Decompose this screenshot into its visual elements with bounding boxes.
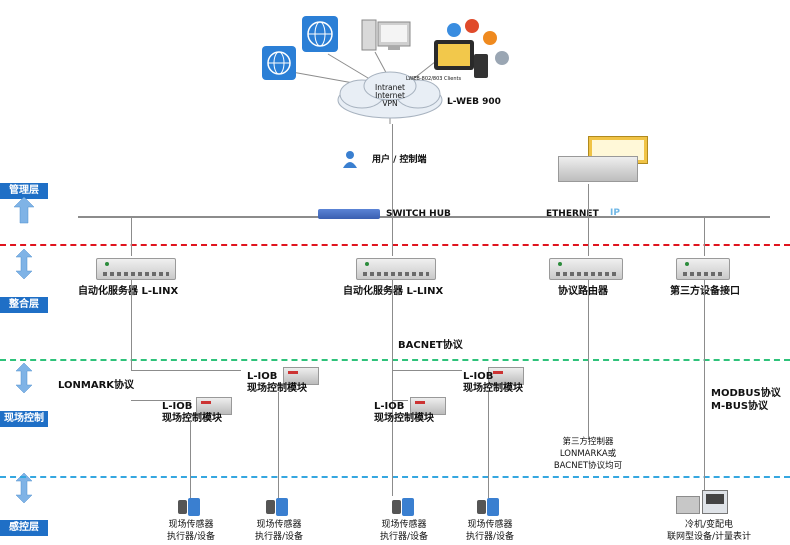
ip-label: IP: [610, 208, 620, 218]
iob-subtitle: 现场控制模块: [374, 413, 434, 424]
meter-label: 冷机/变配电 联网型设备/计量表计: [664, 519, 754, 543]
updown-arrow-icon: [15, 362, 33, 394]
bacnet-bus-vertical: [392, 280, 393, 496]
layer-label-sensing: 感控层: [0, 520, 48, 536]
meter-label-line2: 联网型设备/计量表计: [666, 532, 752, 542]
sensor-label-line2: 执行器/设备: [465, 532, 515, 542]
bacnet-bus-horizontal-1: [392, 370, 462, 371]
iob-title: L-IOB: [463, 371, 494, 382]
top-network-graphic: [262, 16, 509, 124]
cloud-line-internet: Internet: [375, 91, 405, 100]
pc-tower-icon: [361, 19, 377, 51]
sensor-label-line2: 执行器/设备: [166, 532, 216, 542]
mbus-protocol-label: M-BUS协议: [711, 401, 769, 412]
linx-server-label-2: 自动化服务器 L-LINX: [343, 286, 444, 297]
iob-title: L-IOB: [374, 401, 405, 412]
lonmark-protocol-label: LONMARK协议: [58, 380, 135, 391]
separator-integration-field: [0, 359, 790, 361]
protocol-router-device: [549, 258, 623, 280]
lweb-label: L-WEB 900: [447, 97, 501, 107]
chrome-browser-icon: [465, 19, 479, 33]
field-sensor-icon: [392, 498, 414, 516]
cloud-line-vpn: VPN: [382, 99, 398, 108]
up-arrow-icon: [13, 196, 35, 224]
updown-arrow-icon: [15, 248, 33, 280]
sensor-label-line1: 现场传感器: [168, 520, 214, 530]
field-sensor-icon: [266, 498, 288, 516]
iob-subtitle: 现场控制模块: [463, 383, 523, 394]
bacnet-bus-horizontal-2: [392, 400, 408, 401]
router-drop-line: [588, 280, 589, 440]
drop-line-center: [392, 124, 393, 256]
layer-label-integration: 整合层: [0, 297, 48, 313]
chiller-meter-icon: [676, 490, 730, 516]
iob-module-device: [283, 367, 319, 385]
user-icon: [343, 151, 357, 168]
sensor-drop-line: [278, 392, 279, 498]
sensor-label: 现场传感器 执行器/设备: [463, 519, 517, 543]
iob-title: L-IOB: [247, 371, 278, 382]
field-sensor-icon: [178, 498, 200, 516]
sensor-label: 现场传感器 执行器/设备: [164, 519, 218, 543]
lon-bus-horizontal-2: [131, 400, 191, 401]
separator-field-sensing: [0, 476, 790, 478]
sensor-label-line1: 现场传感器: [256, 520, 302, 530]
linx-server-device-1: [96, 258, 176, 280]
user-controller-label: 用户 / 控制端: [372, 155, 427, 165]
layer-label-management: 管理层: [0, 183, 48, 199]
separator-management-integration: [0, 244, 790, 246]
third-party-interface-device: [676, 258, 730, 280]
cloud-line-intranet: Intranet: [375, 83, 405, 92]
sensor-label: 现场传感器 执行器/设备: [377, 519, 431, 543]
modbus-protocol-label: MODBUS协议: [711, 388, 781, 399]
switch-hub-device: [318, 209, 380, 219]
sensor-label-line1: 现场传感器: [381, 520, 427, 530]
iob-subtitle: 现场控制模块: [247, 383, 307, 394]
safari-browser-icon: [495, 51, 509, 65]
third-party-controller-line: 第三方控制器: [562, 437, 614, 447]
protocol-router-label: 协议路由器: [558, 286, 608, 297]
firefox-browser-icon: [483, 31, 497, 45]
lon-bus-vertical-1: [131, 280, 132, 370]
drop-line-router: [588, 184, 589, 256]
ethernet-label: ETHERNET: [546, 209, 599, 219]
sensor-drop-line: [190, 420, 191, 498]
ie-browser-icon: [447, 23, 461, 37]
sensor-drop-line: [488, 392, 489, 498]
iob-module-device: [410, 397, 446, 415]
meter-label-line1: 冷机/变配电: [684, 520, 734, 530]
field-sensor-icon: [477, 498, 499, 516]
touch-panel-device: [558, 136, 648, 186]
layer-label-field-control: 现场控制层: [0, 411, 48, 440]
cloud-text: Intranet Internet VPN: [372, 84, 408, 108]
sensor-label-line2: 执行器/设备: [379, 532, 429, 542]
layer-arrows: [13, 196, 35, 504]
cloud-icon: [337, 71, 443, 119]
switch-hub-label: SWITCH HUB: [386, 209, 451, 219]
third-party-drop-line: [704, 280, 705, 490]
clients-caption: LWEB-802/803 Clients: [406, 76, 462, 82]
third-party-controller-line: LONMARKA或: [559, 449, 617, 459]
bacnet-protocol-label: BACNET协议: [398, 340, 463, 351]
iob-title: L-IOB: [162, 401, 193, 412]
third-party-controller-text: 第三方控制器 LONMARKA或 BACNET协议均可: [540, 436, 636, 472]
lon-bus-horizontal-1: [131, 370, 241, 371]
third-party-interface-label: 第三方设备接口: [670, 286, 740, 297]
updown-arrow-icon: [15, 472, 33, 504]
third-party-controller-line: BACNET协议均可: [553, 461, 623, 471]
iob-module-device: [488, 367, 524, 385]
drop-line-third-party: [704, 216, 705, 256]
linx-server-device-2: [356, 258, 436, 280]
drop-line-linx1: [131, 216, 132, 256]
sensor-label-line2: 执行器/设备: [254, 532, 304, 542]
iob-subtitle: 现场控制模块: [162, 413, 222, 424]
ethernet-backbone: [78, 216, 770, 218]
iob-module-device: [196, 397, 232, 415]
linx-server-label-1: 自动化服务器 L-LINX: [78, 286, 179, 297]
phone-icon: [474, 54, 488, 78]
sensor-label: 现场传感器 执行器/设备: [252, 519, 306, 543]
sensor-label-line1: 现场传感器: [467, 520, 513, 530]
